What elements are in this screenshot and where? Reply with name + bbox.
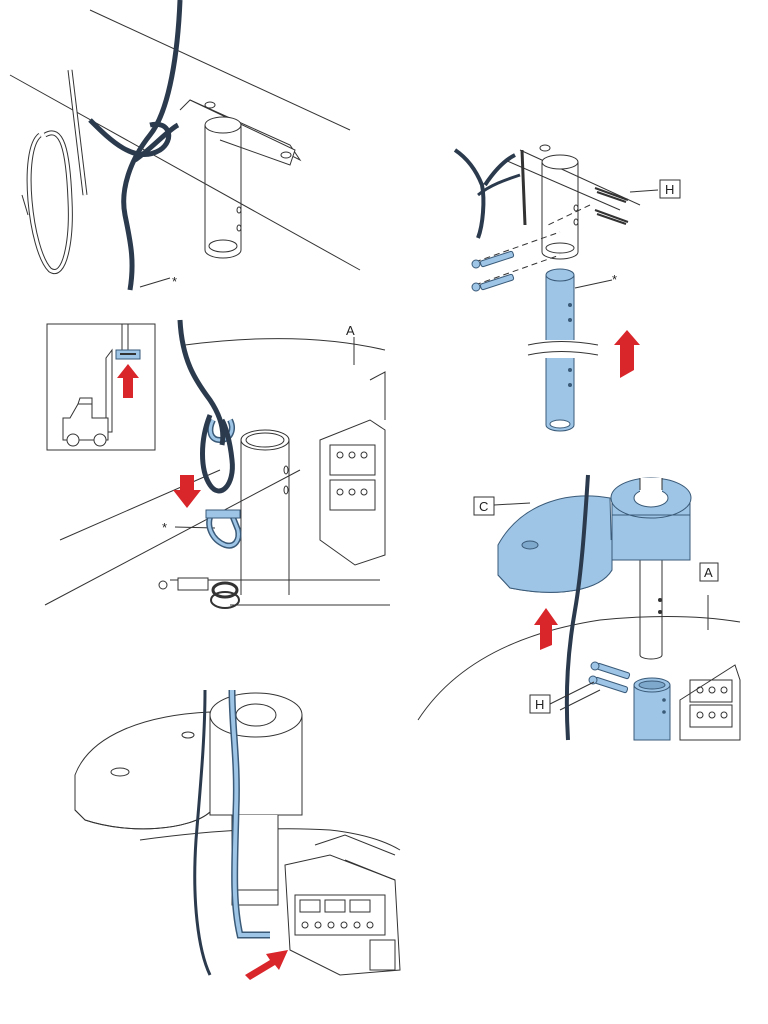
panel-4-A-label: A	[704, 565, 713, 580]
panel-4-stub-holes	[662, 698, 666, 714]
panel-5-rope	[193, 689, 212, 976]
panel-2-H-box	[659, 179, 681, 199]
panel-3-asterisk-label: *	[162, 520, 167, 535]
panel-2-pole-break	[528, 340, 592, 358]
panel-2-pole-insert	[453, 144, 659, 286]
panel-3-rope	[177, 319, 235, 494]
panel-4-up-arrow	[534, 608, 558, 650]
panel-4-bolts	[588, 661, 631, 694]
panel-4-cover	[417, 480, 741, 741]
panel-4-pole-stub	[633, 677, 671, 741]
panel-2-asterisk-label: *	[612, 272, 617, 287]
panel-3-shackle	[44, 338, 390, 609]
panel-5-arrow	[245, 950, 288, 980]
forklift-inset	[46, 323, 156, 451]
panel-3-shackle-blue	[205, 418, 242, 549]
panel-4-C-label: C	[479, 499, 488, 514]
panel-3-A-label: A	[346, 323, 355, 338]
panel-1-rope-attach	[9, 0, 361, 291]
panel-4-rope	[564, 474, 590, 741]
panel-2-bolts	[471, 250, 515, 292]
panel-2-H-label: H	[665, 182, 674, 197]
panel-2-break-lines	[527, 279, 613, 356]
panel-2-up-arrow	[614, 330, 640, 378]
panel-3-down-arrow	[173, 475, 201, 508]
panel-4-C-box	[473, 496, 495, 516]
panel-2-pole-holes	[568, 303, 572, 387]
panel-1-asterisk-label: *	[172, 274, 177, 289]
panel-4-A-box	[699, 562, 719, 582]
panel-5-cable	[230, 689, 270, 937]
panel-4-H-label: H	[535, 697, 544, 712]
